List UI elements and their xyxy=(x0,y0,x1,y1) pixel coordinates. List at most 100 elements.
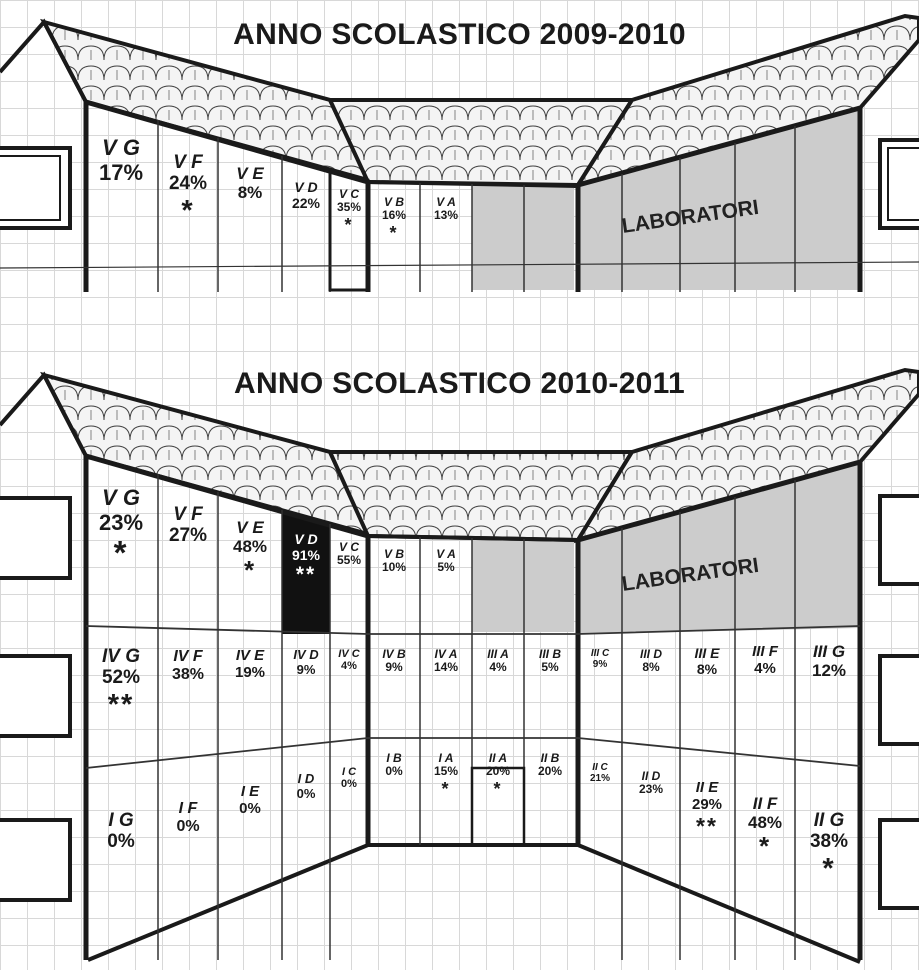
class-percent: 10% xyxy=(381,560,407,575)
class-percent: 20% xyxy=(485,764,511,779)
class-stars: * xyxy=(243,555,257,586)
class-name: IV C xyxy=(338,648,360,660)
class-percent: 52% xyxy=(101,667,141,689)
class-percent: 38% xyxy=(171,665,205,683)
class-percent: 19% xyxy=(234,663,266,681)
class-percent: 48% xyxy=(232,537,268,557)
class-percent: 8% xyxy=(696,660,718,677)
roof-left-edge xyxy=(0,18,88,103)
class-name: I F xyxy=(178,800,198,817)
class-percent: 9% xyxy=(385,660,403,675)
class-percent: 5% xyxy=(437,560,455,575)
window-left-bot-2 xyxy=(0,818,72,902)
class-percent: 9% xyxy=(296,661,316,677)
class-name: V E xyxy=(236,518,264,537)
left-dividers xyxy=(157,474,331,960)
class-name: V A xyxy=(436,547,456,561)
class-name: IV A xyxy=(434,647,458,661)
class-name: IV D xyxy=(293,647,319,662)
class-name: II C xyxy=(592,762,608,773)
year-title-2010-2011: ANNO SCOLASTICO 2010-2011 xyxy=(234,367,685,400)
class-percent: 55% xyxy=(336,553,362,568)
class-name: V B xyxy=(383,195,404,209)
class-percent: 23% xyxy=(98,509,144,535)
center-wall-frame xyxy=(367,180,579,188)
class-stars: * xyxy=(181,194,195,227)
class-name: I D xyxy=(297,771,315,786)
class-percent: 91% xyxy=(291,546,321,563)
class-name: IV B xyxy=(382,647,406,661)
class-percent: 8% xyxy=(237,183,263,203)
class-stars: ** xyxy=(696,812,718,839)
class-percent: 4% xyxy=(489,660,507,675)
building-2010-2011 xyxy=(0,367,919,964)
building-2009-2010 xyxy=(0,13,919,292)
lab-fill-center xyxy=(472,184,574,290)
class-percent: 29% xyxy=(691,795,723,813)
class-percent: 0% xyxy=(107,831,135,853)
class-name: V E xyxy=(236,164,264,183)
left-wall-frame-2 xyxy=(83,453,371,960)
class-percent: 35% xyxy=(336,200,362,215)
vd-highlight xyxy=(282,510,330,634)
class-name: III F xyxy=(752,643,778,660)
window-right-top-2 xyxy=(878,494,919,586)
class-percent: 12% xyxy=(811,661,847,681)
class-stars: * xyxy=(441,778,451,799)
class-name: III B xyxy=(538,647,562,661)
class-percent: 20% xyxy=(537,764,563,779)
window-right xyxy=(878,138,919,230)
class-name: II G xyxy=(813,810,845,831)
class-percent: 0% xyxy=(385,764,403,779)
floor-lines xyxy=(85,625,861,769)
lab-fill-center-2 xyxy=(472,538,574,632)
class-name: III D xyxy=(639,647,663,661)
right-wall-frame-2 xyxy=(575,459,863,960)
class-percent: 24% xyxy=(168,173,208,195)
class-name: I B xyxy=(386,751,402,765)
window-right-bot-2 xyxy=(878,818,919,910)
class-stars: * xyxy=(389,222,399,243)
year-title-2009-2010: ANNO SCOLASTICO 2009-2010 xyxy=(233,18,686,51)
window-left-top-2 xyxy=(0,496,72,580)
class-name: II D xyxy=(641,769,661,783)
class-name: II B xyxy=(540,751,560,765)
class-stars: ** xyxy=(295,563,317,587)
class-percent: 5% xyxy=(541,660,559,675)
window-right-mid-2 xyxy=(878,654,919,746)
class-name: II F xyxy=(752,794,778,813)
lab-fill-right-2 xyxy=(578,462,860,634)
class-percent: 23% xyxy=(638,782,664,797)
class-name: V G xyxy=(102,135,140,160)
right-dividers xyxy=(621,480,796,960)
class-name: V B xyxy=(383,547,404,561)
